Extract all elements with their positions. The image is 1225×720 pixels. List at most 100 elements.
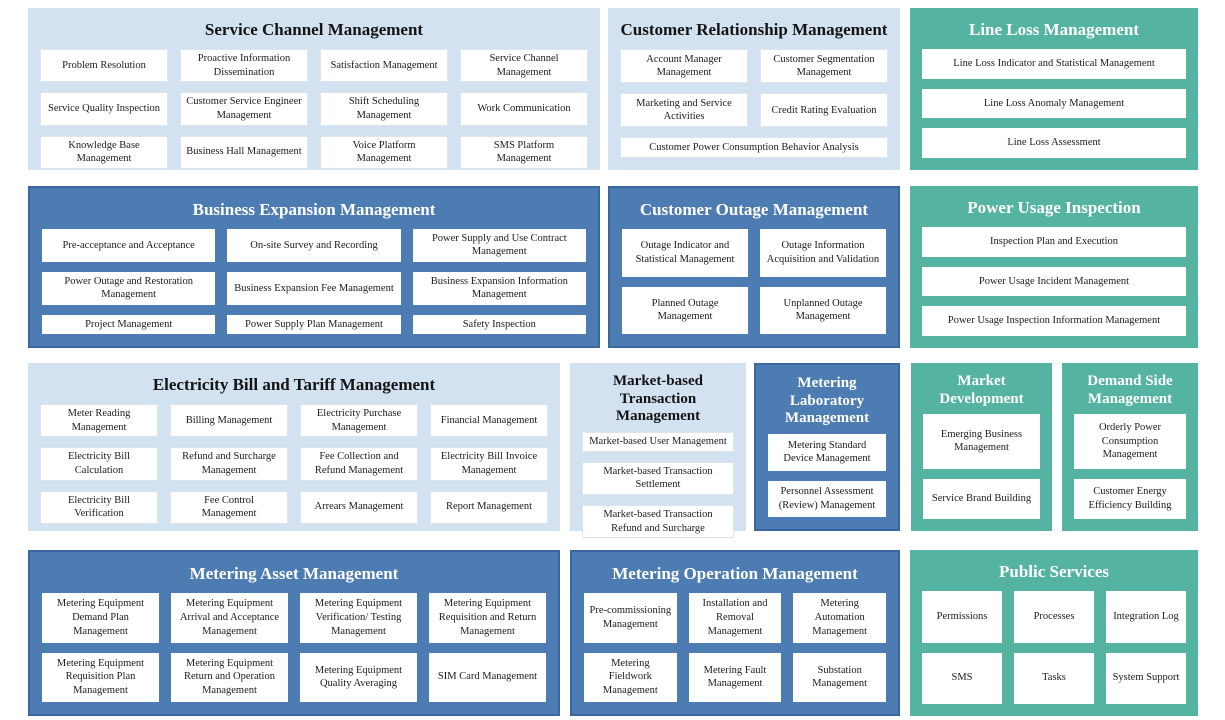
module-box: Power Supply Plan Management [227,314,401,334]
module-box: Electricity Bill Calculation [40,447,158,481]
module-box: System Support [1106,652,1186,704]
module-box: Unplanned Outage Management [760,286,886,334]
module-box: Shift Scheduling Management [320,92,448,126]
panel-market-development: Market Development Emerging Business Man… [911,363,1052,531]
module-box: Installation and Removal Management [688,593,782,643]
module-box: Line Loss Assessment [922,128,1186,158]
module-box: Line Loss Anomaly Management [922,88,1186,119]
module-box: Fee Collection and Refund Management [300,447,418,481]
module-grid: Meter Reading Management Billing Manageme… [40,404,548,524]
panel-metering-asset-management: Metering Asset Management Metering Equip… [28,550,560,716]
panel-title: Service Channel Management [204,20,424,39]
module-box: Power Supply and Use Contract Management [412,229,586,262]
module-grid: Pre-acceptance and Acceptance On-site Sur… [42,229,586,334]
module-box: Billing Management [170,404,288,438]
module-box: Metering Fault Management [688,652,782,702]
module-box: Market-based Transaction Refund and Surc… [582,504,734,539]
panel-title: Market Development [939,373,1024,407]
module-box: Outage Indicator and Statistical Managem… [622,229,748,277]
panel-metering-operation-management: Metering Operation Management Pre-commis… [570,550,900,716]
panel-title: Metering Laboratory Management [784,375,870,427]
module-box: Arrears Management [300,490,418,524]
module-box: Permissions [922,591,1002,643]
panel-electricity-bill-and-tariff-management: Electricity Bill and Tariff Management M… [28,363,560,531]
panel-metering-laboratory-management: Metering Laboratory Management Metering … [754,363,900,531]
module-box: Account Manager Management [620,49,748,84]
module-box: Personnel Assessment (Review) Management [768,480,886,517]
module-box: Power Usage Inspection Information Manag… [922,306,1186,336]
module-box: Market-based User Management [582,432,734,452]
module-box: Fee Control Management [170,490,288,524]
module-box: SMS Platform Management [460,135,588,169]
module-box: Pre-acceptance and Acceptance [42,229,216,262]
module-box: Financial Management [430,404,548,438]
module-box: SIM Card Management [429,652,546,702]
module-box: Work Communication [460,92,588,126]
module-box: Orderly Power Consumption Management [1074,414,1186,469]
module-box: Integration Log [1106,591,1186,643]
panel-title: Customer Outage Management [639,200,869,219]
panel-power-usage-inspection: Power Usage Inspection Inspection Plan a… [910,186,1198,348]
module-box: Customer Energy Efficiency Building [1074,478,1186,519]
module-box: Customer Power Consumption Behavior Anal… [620,137,888,158]
module-box: Proactive Information Dissemination [180,49,308,83]
module-box: Voice Platform Management [320,135,448,169]
module-grid: Account Manager Management Customer Segme… [620,49,888,158]
panel-title: Metering Asset Management [189,564,399,583]
module-box: Processes [1014,591,1094,643]
module-box: Metering Automation Management [793,593,886,643]
module-box: Refund and Surcharge Management [170,447,288,481]
module-box: Meter Reading Management [40,404,158,438]
module-box: Business Hall Management [180,135,308,169]
panel-title: Public Services [998,562,1109,581]
panel-title: Metering Operation Management [612,564,858,583]
module-box: Credit Rating Evaluation [760,93,888,128]
module-box: Service Channel Management [460,49,588,83]
module-box: Metering Equipment Arrival and Acceptanc… [171,593,288,643]
panel-title: Line Loss Management [969,20,1139,39]
module-box: Electricity Purchase Management [300,404,418,438]
module-box: Metering Equipment Requisition and Retur… [429,593,546,643]
module-box: Customer Segmentation Management [760,49,888,84]
panel-title: Market-based Transaction Management [613,373,703,425]
panel-title: Demand Side Management [1087,373,1173,407]
module-box: On-site Survey and Recording [227,229,401,262]
module-box: Power Outage and Restoration Management [42,271,216,305]
module-box: Pre-commissioning Management [584,593,677,643]
panel-title: Customer Relationship Management [620,20,888,39]
module-grid: Outage Indicator and Statistical Managem… [622,229,886,334]
module-box: Outage Information Acquisition and Valid… [760,229,886,277]
module-box: Power Usage Incident Management [922,266,1186,297]
panel-line-loss-management: Line Loss Management Line Loss Indicator… [910,8,1198,170]
module-box: Inspection Plan and Execution [922,227,1186,257]
panel-customer-relationship-management: Customer Relationship Management Account… [608,8,900,170]
module-box: Safety Inspection [412,314,586,334]
module-box: Knowledge Base Management [40,135,168,169]
module-box: Problem Resolution [40,49,168,83]
panel-market-based-transaction-management: Market-based Transaction Management Mark… [570,363,746,539]
module-box: Emerging Business Management [923,414,1040,469]
panel-business-expansion-management: Business Expansion Management Pre-accept… [28,186,600,348]
module-box: Metering Equipment Return and Operation … [171,652,288,702]
module-box: Metering Equipment Requisition Plan Mana… [42,652,159,702]
module-box: Customer Service Engineer Management [180,92,308,126]
module-box: Service Quality Inspection [40,92,168,126]
module-box: SMS [922,652,1002,704]
module-box: Business Expansion Fee Management [227,271,401,305]
module-box: Report Management [430,490,548,524]
module-box: Electricity Bill Verification [40,490,158,524]
module-box: Metering Fieldwork Management [584,652,677,702]
module-box: Business Expansion Information Managemen… [412,271,586,305]
module-box: Marketing and Service Activities [620,93,748,128]
module-box: Tasks [1014,652,1094,704]
panel-title: Business Expansion Management [192,200,436,219]
module-grid: Line Loss Indicator and Statistical Mana… [922,49,1186,158]
module-box: Metering Equipment Demand Plan Managemen… [42,593,159,643]
